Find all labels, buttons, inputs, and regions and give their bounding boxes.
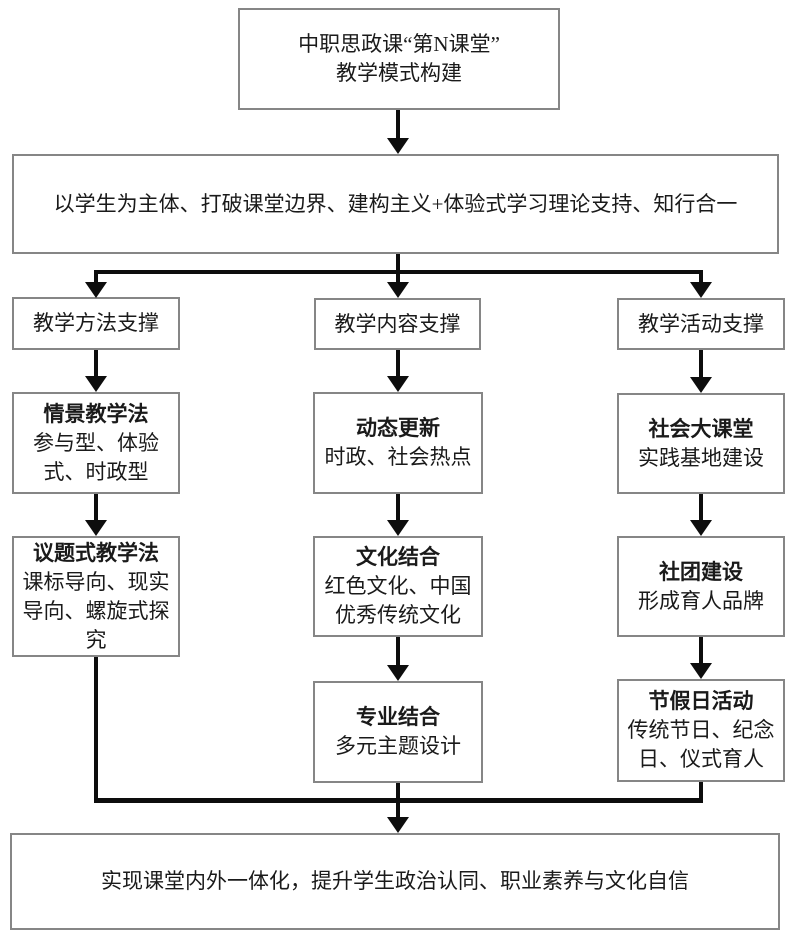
social-classroom-subtitle: 实践基地建设	[638, 445, 764, 470]
topic-teaching-title: 议题式教学法	[33, 540, 159, 565]
club-building-box: 社团建设 形成育人品牌	[617, 536, 785, 637]
header-method-box: 教学方法支撑	[12, 297, 180, 350]
arrow-title-to-theory	[387, 110, 409, 154]
arrow-collector-to-outcome	[387, 801, 409, 833]
dynamic-update-title: 动态更新	[356, 416, 440, 440]
header-activity-box: 教学活动支撑	[617, 298, 785, 350]
major-combine-title: 专业结合	[356, 705, 440, 729]
social-classroom-box: 社会大课堂 实践基地建设	[617, 393, 785, 494]
culture-combine-title: 文化结合	[356, 545, 440, 569]
connector-collector-line	[94, 798, 703, 803]
dynamic-update-box: 动态更新 时政、社会热点	[313, 392, 483, 494]
header-content-label: 教学内容支撑	[334, 311, 461, 336]
outcome-box: 实现课堂内外一体化，提升学生政治认同、职业素养与文化自信	[10, 833, 780, 930]
major-combine-box: 专业结合 多元主题设计	[313, 681, 483, 783]
arrow-scenario-to-topic	[85, 494, 107, 536]
header-method-label: 教学方法支撑	[33, 311, 159, 335]
connector-theory-stem	[396, 254, 400, 272]
header-activity-label: 教学活动支撑	[638, 311, 764, 336]
arrow-content-to-dynamic	[387, 350, 409, 392]
culture-combine-box: 文化结合 红色文化、中国优秀传统文化	[313, 536, 483, 637]
arrow-method-to-scenario	[85, 350, 107, 392]
scenario-teaching-box: 情景教学法 参与型、体验式、时政型	[12, 392, 180, 494]
connector-middle-tail	[396, 783, 400, 803]
scenario-teaching-subtitle: 参与型、体验式、时政型	[33, 430, 159, 484]
club-building-title: 社团建设	[659, 559, 743, 584]
holiday-activity-box: 节假日活动 传统节日、纪念日、仪式育人	[617, 679, 785, 782]
holiday-activity-title: 节假日活动	[648, 689, 754, 713]
outcome-text: 实现课堂内外一体化，提升学生政治认同、职业素养与文化自信	[101, 869, 689, 893]
club-building-subtitle: 形成育人品牌	[638, 588, 764, 613]
topic-teaching-subtitle: 课标导向、现实导向、螺旋式探究	[22, 569, 170, 652]
culture-combine-subtitle: 红色文化、中国优秀传统文化	[324, 574, 472, 627]
holiday-activity-subtitle: 传统节日、纪念日、仪式育人	[627, 718, 775, 771]
arrow-culture-to-major	[387, 637, 409, 681]
arrow-dynamic-to-culture	[387, 494, 409, 536]
topic-teaching-box: 议题式教学法 课标导向、现实导向、螺旋式探究	[12, 536, 180, 657]
title-box: 中职思政课“第N课堂” 教学模式构建	[238, 8, 560, 110]
title-line-2: 教学模式构建	[336, 61, 462, 85]
arrow-social-to-club	[690, 494, 712, 536]
arrow-club-to-holiday	[690, 637, 712, 679]
scenario-teaching-title: 情景教学法	[43, 401, 149, 426]
social-classroom-title: 社会大课堂	[648, 416, 754, 441]
title-line-1: 中职思政课“第N课堂”	[298, 32, 500, 56]
header-content-box: 教学内容支撑	[314, 298, 481, 350]
arrow-activity-to-social	[690, 350, 712, 393]
theory-text: 以学生为主体、打破课堂边界、建构主义+体验式学习理论支持、知行合一	[53, 191, 738, 216]
connector-left-tail	[94, 657, 98, 803]
arrow-branch-to-method	[85, 272, 107, 298]
major-combine-subtitle: 多元主题设计	[335, 734, 461, 758]
dynamic-update-subtitle: 时政、社会热点	[324, 445, 472, 469]
theory-box: 以学生为主体、打破课堂边界、建构主义+体验式学习理论支持、知行合一	[12, 154, 779, 254]
arrow-branch-to-content	[387, 272, 409, 298]
connector-right-tail	[699, 782, 703, 803]
arrow-branch-to-activity	[690, 272, 712, 298]
